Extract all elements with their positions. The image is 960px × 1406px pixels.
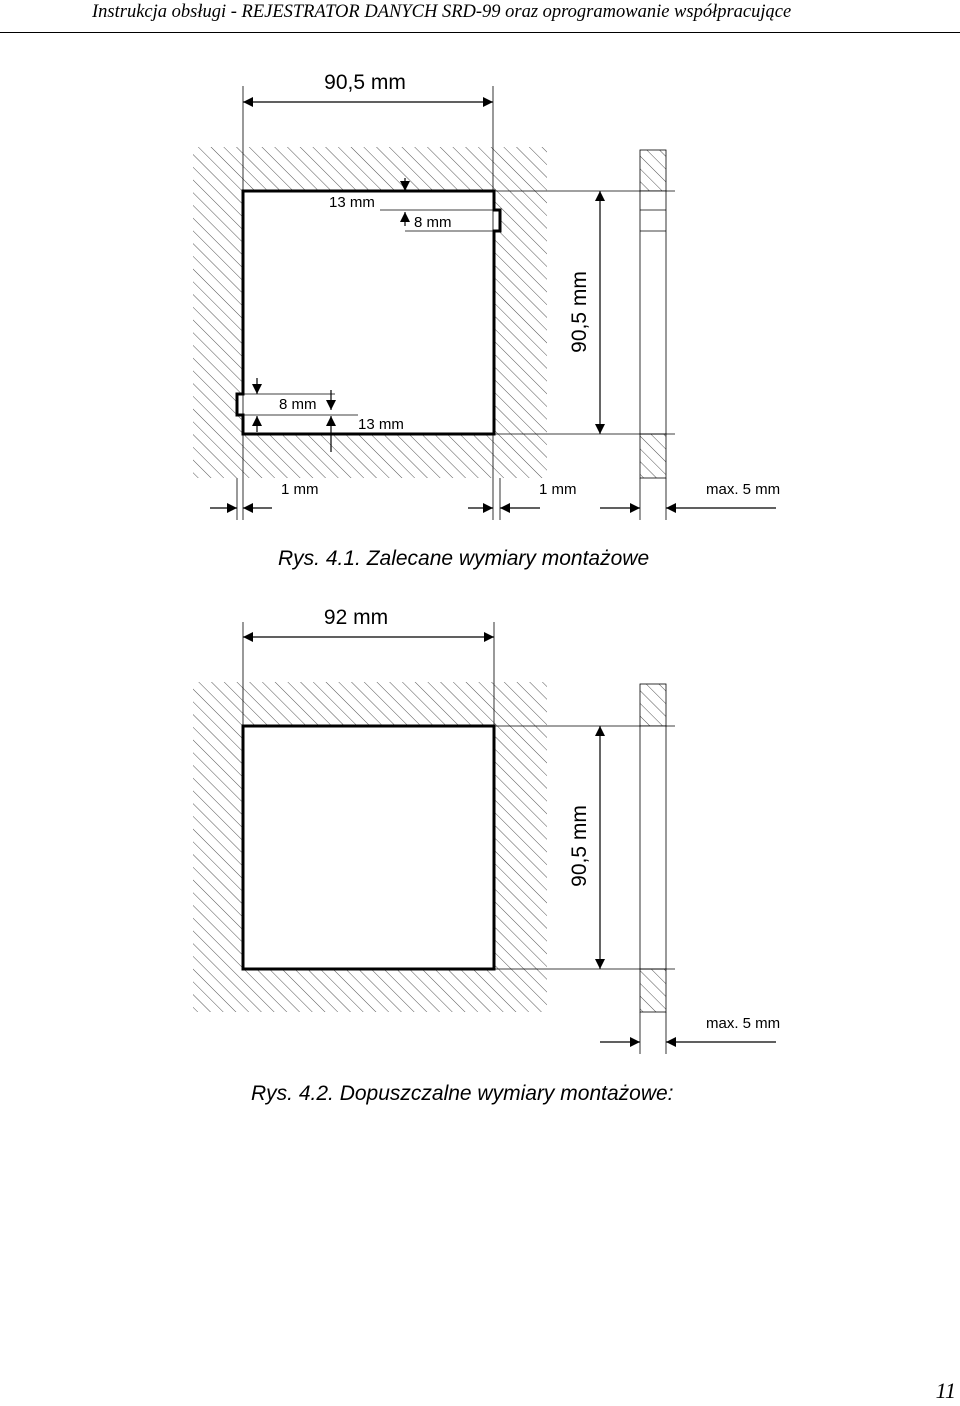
- panel-side-hatch-bottom: [639, 968, 667, 1013]
- panel-thickness-label: max. 5 mm: [706, 1015, 780, 1032]
- panel-thickness-label: max. 5 mm: [706, 481, 780, 498]
- page-number: 11: [935, 1378, 956, 1403]
- width-label: 90,5 mm: [324, 71, 406, 94]
- figure-1-caption: Rys. 4.1. Zalecane wymiary montażowe: [278, 547, 650, 570]
- panel-side-hatch-top: [639, 149, 667, 192]
- height-label: 90,5 mm: [568, 805, 591, 887]
- height-label: 90,5 mm: [568, 271, 591, 353]
- page-header: Instrukcja obsługi - REJESTRATOR DANYCH …: [0, 0, 960, 33]
- panel-cutout: [235, 189, 502, 436]
- notch-top-width-label: 13 mm: [329, 194, 375, 211]
- gap-right-label: 1 mm: [539, 481, 577, 498]
- figure-2: 92 mm 90,5 mm max. 5 mm: [193, 606, 780, 1054]
- panel-side-hatch-top: [639, 683, 667, 727]
- notch-bottom-height-label: 8 mm: [279, 396, 317, 413]
- notch-top-height-label: 8 mm: [414, 214, 452, 231]
- figure-1: 90,5 mm 90,5 mm 13 mm 8 mm 8 mm 13 mm 1 …: [193, 71, 780, 520]
- panel-side-gap: [639, 190, 667, 435]
- width-label: 92 mm: [324, 606, 388, 629]
- panel-side-gap: [639, 725, 667, 970]
- gap-left-label: 1 mm: [281, 481, 319, 498]
- panel-cutout: [241, 724, 496, 971]
- panel-side-hatch-bottom: [639, 433, 667, 479]
- figure-2-caption: Rys. 4.2. Dopuszczalne wymiary montażowe…: [251, 1082, 674, 1105]
- notch-bottom-width-label: 13 mm: [358, 416, 404, 433]
